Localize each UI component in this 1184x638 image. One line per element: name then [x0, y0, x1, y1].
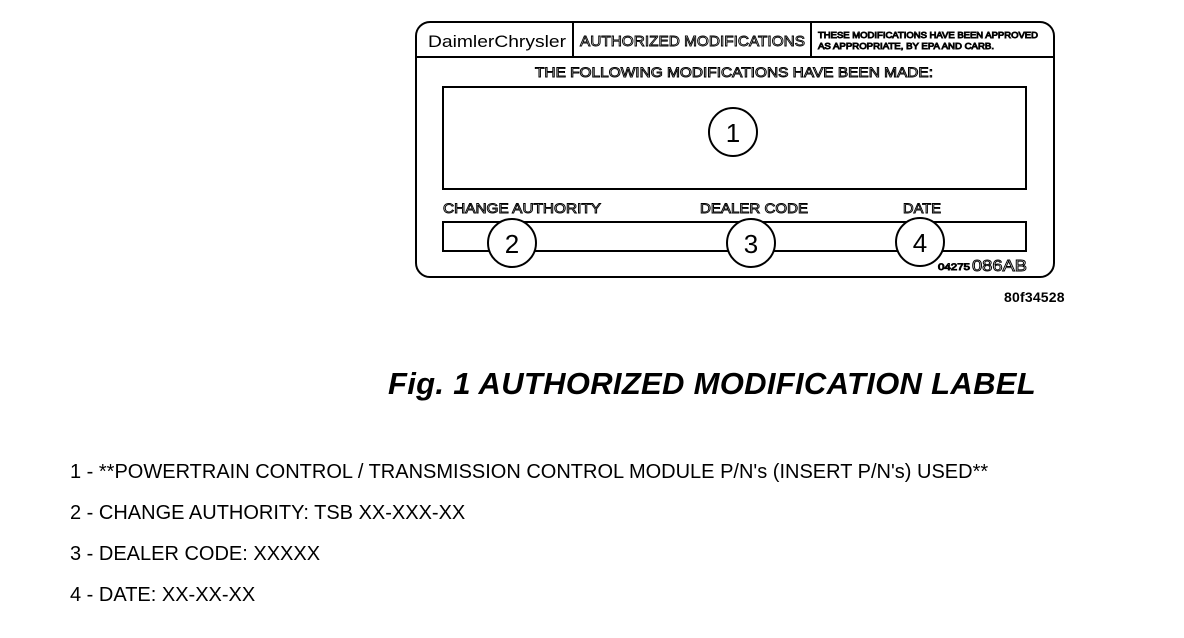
callout-3-circle	[726, 218, 776, 268]
legend-item-2: 2 - CHANGE AUTHORITY: TSB XX-XXX-XX	[70, 502, 466, 524]
field-dealer-code-label: DEALER CODE	[700, 201, 808, 216]
legend-item-4: 4 - DATE: XX-XX-XX	[70, 584, 256, 606]
callout-4: 4	[913, 228, 927, 258]
legend-item-1: 1 - **POWERTRAIN CONTROL / TRANSMISSION …	[70, 461, 989, 483]
callout-2: 2	[505, 229, 519, 259]
figure-id: 80f34528	[1004, 289, 1065, 305]
callout-1-circle	[708, 107, 758, 157]
part-number-suffix: 086AB	[972, 258, 1027, 275]
legend-item-3: 3 - DEALER CODE: XXXXX	[70, 543, 321, 565]
legend-list: 1 - **POWERTRAIN CONTROL / TRANSMISSION …	[70, 462, 988, 626]
modifications-box	[442, 86, 1027, 190]
field-date-label: DATE	[903, 201, 941, 216]
approval-note-line-2: AS APPROPRIATE, BY EPA AND CARB.	[818, 41, 994, 51]
instruction-text: THE FOLLOWING MODIFICATIONS HAVE BEEN MA…	[535, 65, 933, 80]
part-number-prefix: 04275	[938, 262, 970, 272]
callout-1: 1	[726, 118, 740, 148]
approval-note-line-1: THESE MODIFICATIONS HAVE BEEN APPROVED	[818, 30, 1038, 40]
label-title: AUTHORIZED MODIFICATIONS	[580, 33, 805, 50]
brand-name: DaimlerChrysler	[428, 33, 567, 51]
callout-4-circle	[895, 217, 945, 267]
modification-label-diagram: DaimlerChrysler AUTHORIZED MODIFICATIONS…	[415, 21, 1055, 278]
callout-3: 3	[744, 229, 758, 259]
field-change-authority-label: CHANGE AUTHORITY	[443, 201, 601, 216]
callout-2-circle	[487, 218, 537, 268]
figure-caption: Fig. 1 AUTHORIZED MODIFICATION LABEL	[388, 366, 1036, 401]
